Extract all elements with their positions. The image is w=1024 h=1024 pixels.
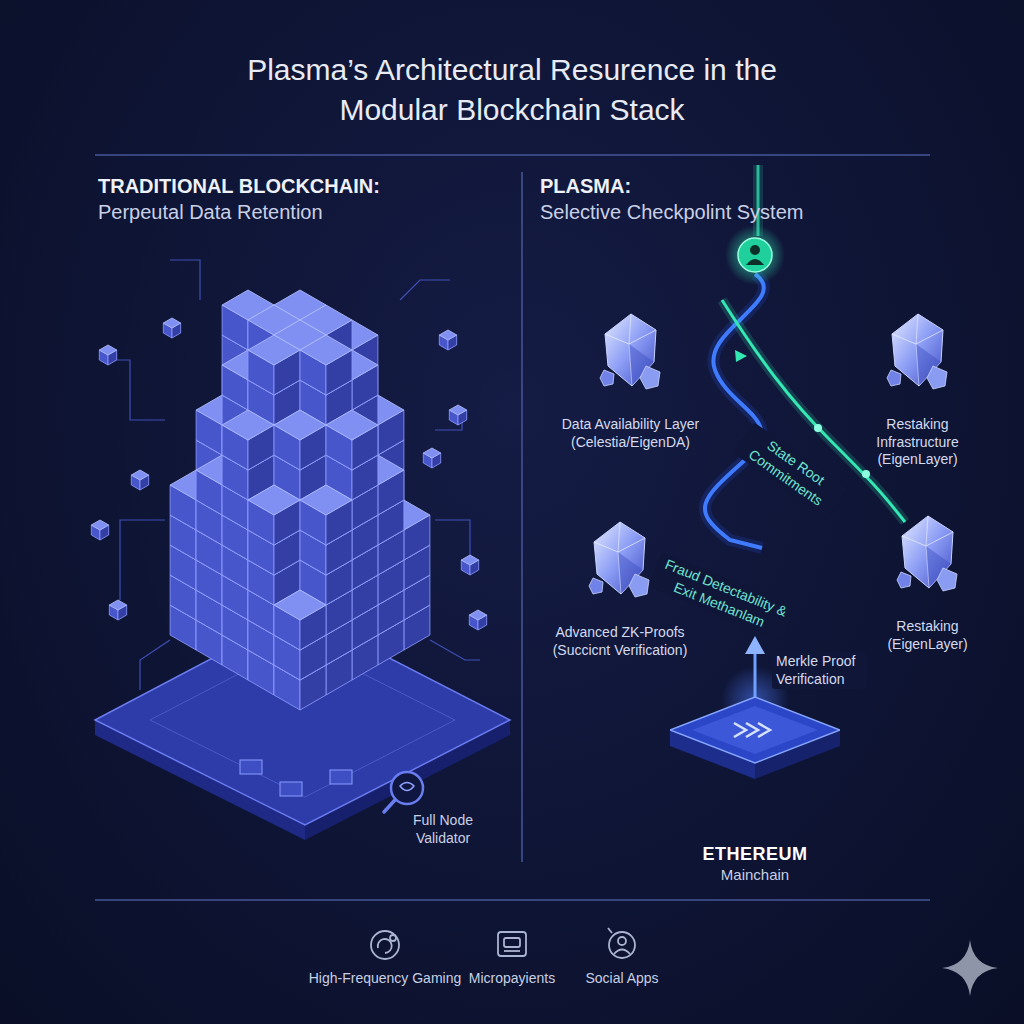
- circuit-lines: [108, 260, 480, 690]
- node-label: ETHEREUM: [670, 843, 840, 866]
- icon-caption: Full Node Validator: [398, 812, 488, 847]
- crystal-icon: [883, 310, 953, 390]
- flow-paths: [705, 165, 905, 735]
- floating-cube: [91, 520, 108, 530]
- use-case-label: Social Apps: [580, 970, 664, 988]
- layer-node: Data Availability Layer (Celestia/EigenD…: [548, 310, 713, 451]
- cube-tower: [170, 290, 430, 710]
- platform-icon: [670, 685, 840, 785]
- use-case-label: Micropayients: [464, 970, 560, 988]
- node-label: Advanced ZK-Proofs (Succicnt Verificatio…: [545, 624, 695, 659]
- floating-cube: [449, 405, 466, 415]
- floating-cubes: [91, 318, 486, 630]
- magnifier-icon: [384, 772, 423, 812]
- tower-cube: [222, 410, 274, 440]
- tower-cube: [326, 410, 378, 440]
- floating-cube: [109, 600, 126, 610]
- tower-cube: [274, 590, 326, 620]
- panel-heading: PLASMA:: [540, 174, 940, 199]
- node-sublabel: Mainchain: [670, 866, 840, 885]
- tower-cube: [300, 335, 352, 365]
- layer-node: Restaking Infrastructure (EigenLayer): [855, 310, 980, 469]
- node-label: Data Availability Layer (Celestia/EigenD…: [548, 416, 713, 451]
- rule-line: [95, 899, 930, 901]
- app-icons: [371, 928, 635, 959]
- crystal-icon: [893, 512, 963, 592]
- floating-cube: [131, 470, 148, 480]
- layer-node: Restaking (EigenLayer): [870, 512, 985, 653]
- arrow-label: Merkle Proof Verification: [772, 652, 867, 689]
- title-text: Plasma’s Architectural Resurence in the …: [212, 50, 812, 130]
- mainchain-node: ETHEREUMMainchain: [670, 685, 840, 884]
- rule-line: [95, 154, 930, 156]
- panel-heading: TRADITIONAL BLOCKCHAIN:: [98, 174, 508, 199]
- floating-cube: [439, 330, 456, 340]
- floating-cube: [469, 610, 486, 620]
- floating-cube: [163, 318, 180, 328]
- floating-cube: [461, 555, 478, 565]
- tower-cube: [274, 410, 326, 440]
- floating-cube: [423, 448, 440, 458]
- panel-subheading: Perpeutal Data Retention: [98, 200, 508, 225]
- crystal-icon: [585, 518, 655, 598]
- tower-cube: [248, 335, 300, 365]
- watermark-star: [942, 940, 998, 996]
- panel-subheading: Selective Checkpolint System: [540, 200, 940, 225]
- tower-cube: [300, 485, 352, 515]
- divider-line: [521, 172, 523, 862]
- use-case-label: High-Frequency Gaming: [305, 970, 465, 988]
- crystal-icon: [596, 310, 666, 390]
- node-label: Restaking Infrastructure (EigenLayer): [855, 416, 980, 469]
- node-label: Restaking (EigenLayer): [870, 618, 985, 653]
- floating-cube: [99, 345, 116, 355]
- tower-cube: [248, 485, 300, 515]
